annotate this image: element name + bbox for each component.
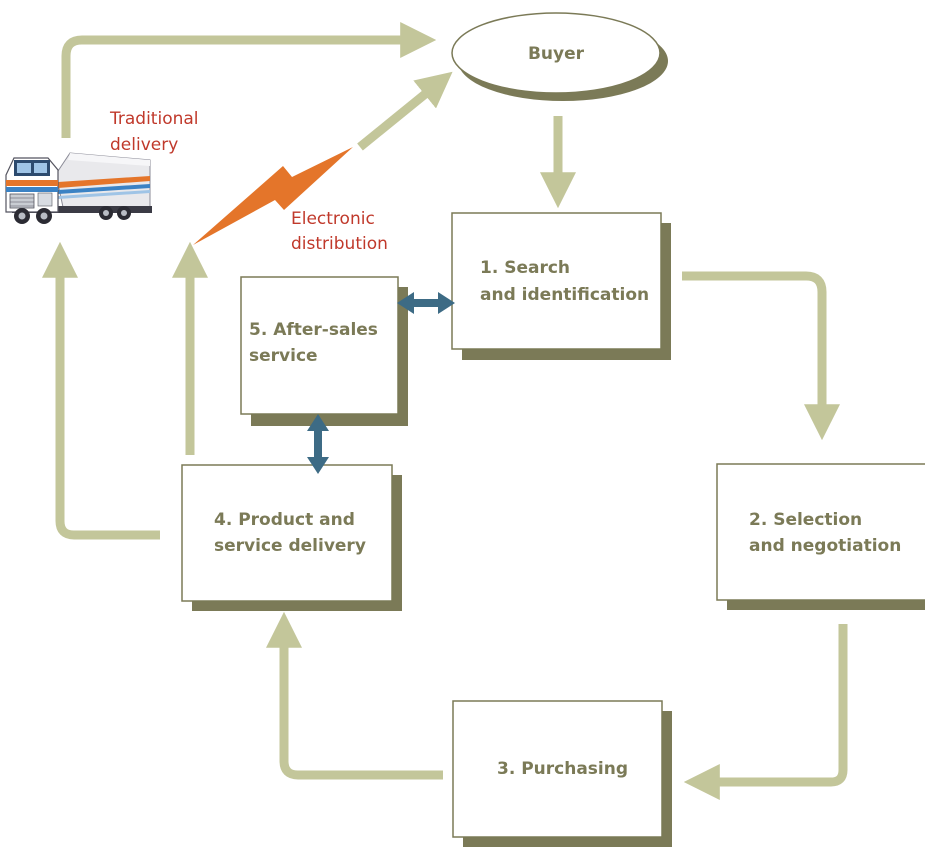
arrow-electronic-to-buyer bbox=[357, 71, 453, 151]
selection-label-line2: and negotiation bbox=[749, 536, 901, 556]
lightning-bolt-icon bbox=[193, 147, 353, 245]
purchasing-box bbox=[452, 700, 663, 838]
double-arrow-search-after-sales bbox=[397, 292, 455, 314]
delivery-box bbox=[181, 464, 393, 602]
svg-text:5. After-sales service: 5. After-sales service bbox=[249, 320, 384, 366]
selection-node: 2. Selection and negotiation bbox=[716, 463, 925, 610]
electronic-distribution-label-line2: distribution bbox=[291, 234, 388, 254]
selection-box bbox=[716, 463, 925, 601]
svg-text:Electronic distribution: Electronic distribution bbox=[291, 209, 388, 254]
purchasing-label: 3. Purchasing bbox=[497, 759, 628, 779]
search-node: 1. Search and identification bbox=[451, 212, 671, 360]
arrow-delivery-to-truck bbox=[42, 241, 160, 540]
svg-text:2. Selection and negotia: 2. Selection and negotiation bbox=[749, 510, 901, 556]
buyer-label: Buyer bbox=[528, 44, 585, 64]
buyer-ellipse bbox=[451, 12, 661, 94]
traditional-delivery-label-line2: delivery bbox=[110, 135, 178, 155]
double-arrow-after-sales-delivery bbox=[307, 414, 329, 474]
search-label-line2: and identification bbox=[480, 285, 649, 305]
after-sales-box bbox=[240, 276, 399, 415]
delivery-node: 4. Product and service delivery bbox=[181, 464, 402, 611]
buyer-node: Buyer bbox=[451, 12, 668, 101]
flow-arrows bbox=[42, 22, 848, 800]
selection-label-line1: 2. Selection bbox=[749, 510, 862, 530]
after-sales-label-line2: service bbox=[249, 346, 318, 366]
electronic-distribution-label-line1: Electronic bbox=[291, 209, 375, 229]
search-box bbox=[451, 212, 662, 350]
svg-text:1. Search and identifica: 1. Search and identification bbox=[480, 258, 649, 305]
truck-icon bbox=[5, 152, 152, 224]
arrow-search-to-selection bbox=[682, 271, 840, 441]
arrow-selection-to-purchasing bbox=[683, 624, 848, 800]
svg-text:4. Product and service d: 4. Product and service delivery bbox=[214, 510, 366, 556]
after-sales-label-line1: 5. After-sales bbox=[249, 320, 378, 340]
svg-text:Traditional delivery: Traditional delivery bbox=[109, 109, 204, 155]
arrow-purchasing-to-delivery bbox=[266, 611, 443, 780]
search-label-line1: 1. Search bbox=[480, 258, 570, 278]
delivery-label-line1: 4. Product and bbox=[214, 510, 355, 530]
arrow-truck-to-buyer bbox=[61, 22, 437, 138]
double-arrows bbox=[307, 292, 455, 474]
traditional-delivery-label-line1: Traditional bbox=[109, 109, 199, 129]
delivery-label-line2: service delivery bbox=[214, 536, 366, 556]
purchasing-node: 3. Purchasing bbox=[452, 700, 672, 847]
after-sales-node: 5. After-sales service bbox=[240, 276, 408, 426]
